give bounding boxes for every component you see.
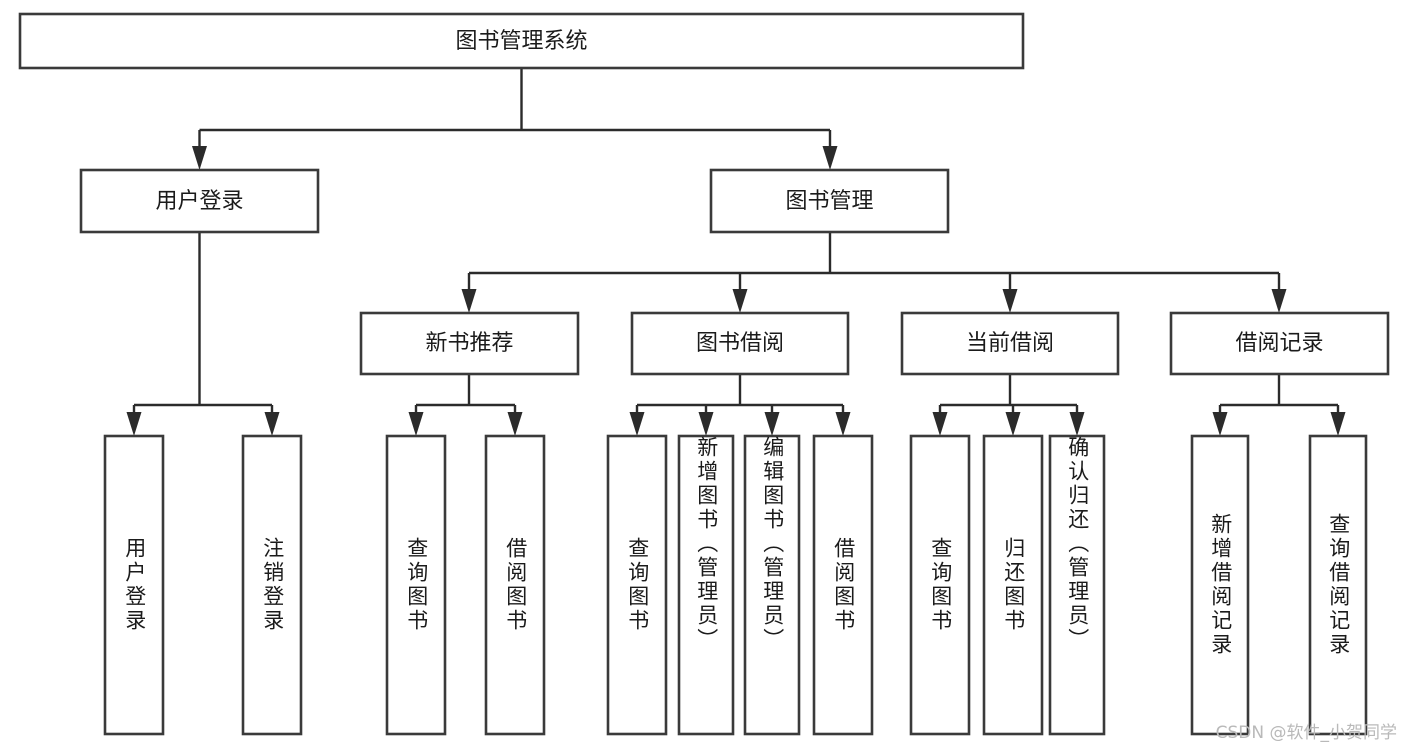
leaf-node-add-borrow-record[interactable]	[1190, 434, 1250, 736]
connector-root-to-level2	[192, 68, 838, 170]
leaf-node-query-book-borrow[interactable]	[606, 434, 668, 736]
node-borrow-records[interactable]: 借阅记录	[1169, 311, 1390, 376]
node-book-borrow[interactable]: 图书借阅	[630, 311, 850, 376]
node-current-borrow[interactable]: 当前借阅	[900, 311, 1120, 376]
node-new-book-recommend-label: 新书推荐	[425, 331, 513, 356]
node-book-management[interactable]: 图书管理	[709, 168, 950, 234]
connector-bookmgmt-to-level3	[461, 232, 1287, 313]
leaf-node-add-book-admin[interactable]	[677, 434, 735, 736]
leaf-node-query-book-current[interactable]	[909, 434, 971, 736]
node-book-management-label: 图书管理	[785, 189, 873, 214]
csdn-watermark: CSDN @软件_小贺同学	[1215, 723, 1397, 743]
connector-newbook-to-leaves	[408, 374, 523, 436]
node-borrow-records-label: 借阅记录	[1235, 331, 1323, 356]
leaf-node-logout[interactable]	[241, 434, 303, 736]
leaf-node-query-book-newbook[interactable]	[385, 434, 447, 736]
connector-records-to-leaves	[1212, 374, 1346, 436]
leaf-node-edit-book-admin[interactable]	[743, 434, 801, 736]
node-book-borrow-label: 图书借阅	[696, 331, 784, 356]
leaf-node-borrow-book-newbook[interactable]	[484, 434, 546, 736]
connector-current-to-leaves	[932, 374, 1085, 436]
leaf-node-confirm-return-admin[interactable]	[1048, 434, 1106, 736]
connector-userlogin-to-leaves	[126, 232, 280, 436]
leaf-node-query-borrow-record[interactable]	[1308, 434, 1368, 736]
leaf-node-borrow-book[interactable]	[812, 434, 874, 736]
leaf-node-user-login[interactable]	[103, 434, 165, 736]
node-user-login-label: 用户登录	[155, 189, 243, 214]
leaf-node-return-book[interactable]	[982, 434, 1044, 736]
node-root[interactable]: 图书管理系统	[18, 12, 1025, 70]
connector-borrow-to-leaves	[629, 374, 851, 436]
node-current-borrow-label: 当前借阅	[966, 331, 1054, 356]
node-new-book-recommend[interactable]: 新书推荐	[359, 311, 580, 376]
node-user-login[interactable]: 用户登录	[79, 168, 320, 234]
node-root-label: 图书管理系统	[455, 29, 587, 54]
